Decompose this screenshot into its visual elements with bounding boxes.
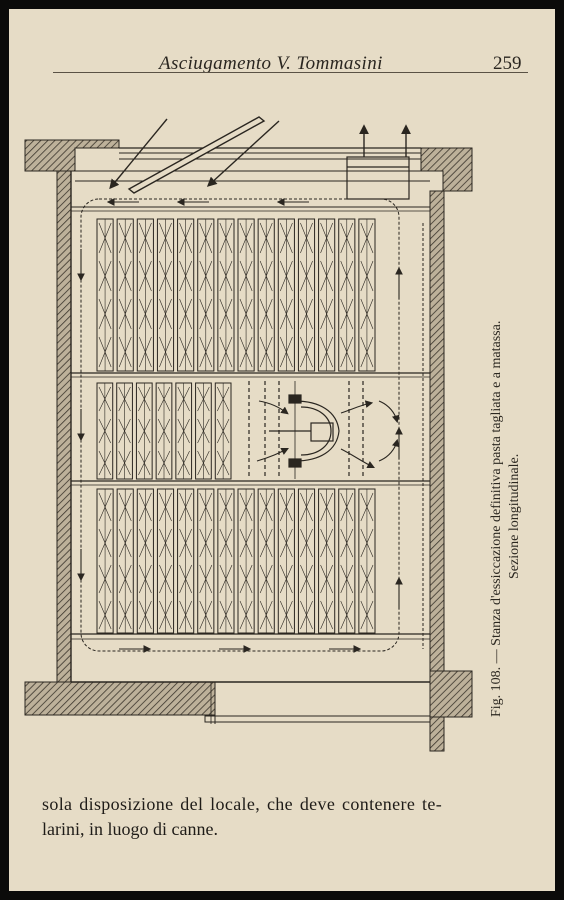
rack-hanger [297,218,316,372]
loop-arrows [77,198,403,653]
rack-hanger [338,488,356,634]
rack-hanger [318,218,336,372]
rack-hanger [195,382,212,480]
rack-hanger [237,218,255,372]
rack-hanger [297,488,316,634]
rack-hanger [214,382,232,480]
rack-hanger [116,488,134,634]
wall-top-right [420,147,473,192]
rack-hanger [257,218,275,372]
rack-hanger [177,218,195,372]
rack-hanger [318,488,336,634]
heater-air-arrows [256,400,400,468]
wall-left [56,170,72,687]
rack-hanger [277,218,295,372]
running-head: Asciugamento V. Tommasini 259 [9,45,555,85]
figure-caption: Fig. 108. — Stanza d'essiccazione defini… [487,187,531,722]
book-page: Asciugamento V. Tommasini 259 [9,9,555,891]
rack-hanger [217,488,235,634]
fan-housing [346,156,410,200]
rack-hanger [358,218,376,372]
rack-hanger [338,218,356,372]
caption-line-1: Fig. 108. — Stanza d'essiccazione defini… [489,320,504,717]
body-line-1: sola disposizione del locale, che deve c… [42,794,443,814]
rack-hanger [135,382,153,480]
rack-hanger [96,488,114,634]
drying-room-drawing [24,116,473,752]
rack-hanger [116,218,134,372]
wall-top-left [24,139,120,172]
rack-hanger [136,488,154,634]
rack-hanger [237,488,255,634]
walls [24,139,473,752]
heater-unit [245,379,371,479]
air-flow-top [109,116,411,194]
rack-hanger [175,382,193,480]
wall-right [429,190,445,752]
rack-hanger [197,488,215,634]
rack-hanger [136,218,154,372]
rack-hanger [257,488,275,634]
rack-hanger [217,218,235,372]
rack-rows [96,218,376,634]
rack-hanger [177,488,195,634]
room-outline [70,147,431,724]
rack-hanger [155,382,173,480]
rack-hanger [96,382,114,480]
rack-hanger [156,218,175,372]
body-paragraph: sola disposizione del locale, che deve c… [42,792,524,842]
rack-hanger [116,382,133,480]
running-title: Asciugamento V. Tommasini [159,53,383,74]
rack-hanger [358,488,376,634]
header-rule [53,72,528,73]
wall-bottom-left [24,681,216,716]
figure-108 [9,9,555,769]
wall-bottom-right [429,670,473,718]
caption-line-2: Sezione longitudinale. [507,453,522,579]
rack-hanger [197,218,215,372]
body-line-2: larini, in luogo di canne. [42,819,218,839]
rack-hanger [156,488,175,634]
page-number: 259 [493,53,522,74]
rack-hanger [96,218,114,372]
rack-hanger [277,488,295,634]
